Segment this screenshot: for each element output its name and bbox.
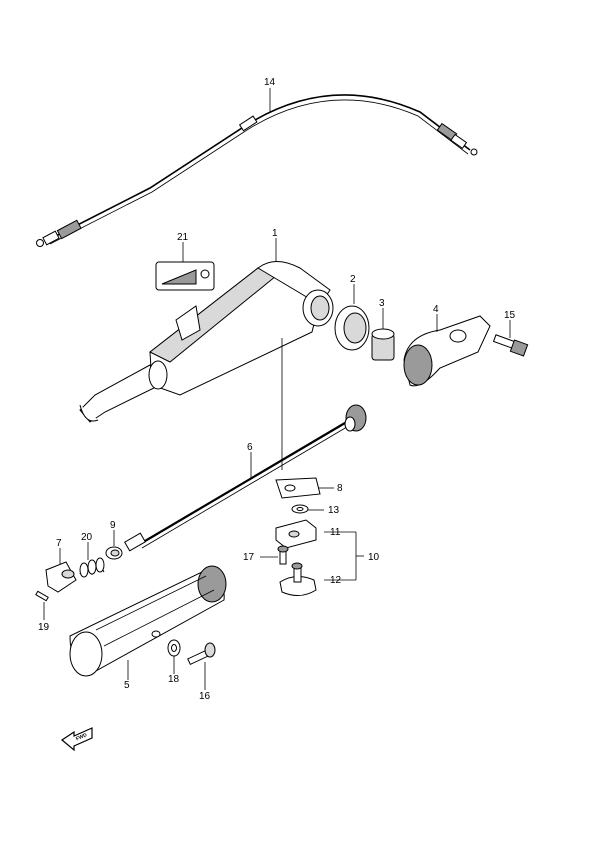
callout-9: 9 bbox=[110, 520, 116, 531]
callout-4: 4 bbox=[433, 304, 439, 315]
fwd-label: FWD bbox=[75, 732, 88, 742]
ring bbox=[334, 305, 370, 351]
callout-5: 5 bbox=[124, 680, 130, 691]
callout-labels: 14 1 21 2 3 4 15 6 8 13 11 10 17 12 7 20… bbox=[38, 77, 516, 702]
callout-16: 16 bbox=[199, 691, 211, 702]
throttle-grip bbox=[69, 565, 227, 677]
callout-14: 14 bbox=[264, 77, 276, 88]
lock-washer bbox=[167, 639, 181, 657]
callout-19: 19 bbox=[38, 622, 50, 633]
callout-13: 13 bbox=[328, 505, 340, 516]
callout-6: 6 bbox=[247, 442, 253, 453]
throttle-shaft bbox=[124, 404, 367, 552]
callout-8: 8 bbox=[337, 483, 343, 494]
callout-10: 10 bbox=[368, 552, 380, 563]
screw-17 bbox=[277, 545, 289, 565]
callout-11: 11 bbox=[330, 527, 341, 538]
callout-12: 12 bbox=[330, 575, 342, 586]
callout-18: 18 bbox=[168, 674, 180, 685]
washer-13 bbox=[291, 504, 309, 514]
pin bbox=[35, 590, 49, 602]
group-bracket-10 bbox=[324, 531, 364, 581]
throttle-cable bbox=[36, 94, 478, 247]
callout-7: 7 bbox=[56, 538, 62, 549]
callout-17: 17 bbox=[243, 552, 255, 563]
handle-cover bbox=[403, 315, 491, 387]
collar bbox=[105, 546, 123, 560]
bolt-15 bbox=[492, 334, 529, 357]
callout-3: 3 bbox=[379, 298, 385, 309]
callout-2: 2 bbox=[350, 274, 356, 285]
callout-21: 21 bbox=[177, 232, 189, 243]
friction-knob bbox=[279, 562, 317, 596]
bushing bbox=[371, 328, 395, 361]
plate bbox=[275, 477, 321, 499]
callout-20: 20 bbox=[81, 532, 93, 543]
caution-plate bbox=[155, 261, 215, 291]
fwd-arrow-icon: FWD bbox=[60, 727, 93, 752]
stopper-block bbox=[275, 519, 317, 549]
callout-1: 1 bbox=[272, 228, 278, 239]
leader-lines bbox=[43, 88, 511, 690]
tiller-bracket bbox=[79, 261, 334, 423]
callout-15: 15 bbox=[504, 310, 516, 321]
cap bbox=[45, 561, 77, 593]
screw-16 bbox=[187, 642, 216, 666]
spring bbox=[79, 557, 105, 578]
